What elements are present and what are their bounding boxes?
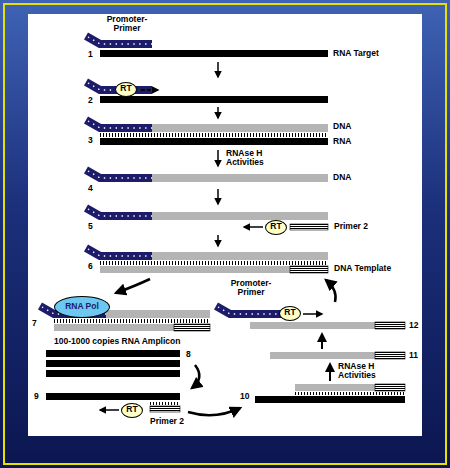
enzyme-label: RNA Pol [65,302,99,311]
callout-number: 3 [88,136,93,145]
callout-number: 2 [88,96,93,105]
enzyme-circle: RT [265,220,287,235]
callout-number: 9 [34,392,39,401]
enzyme-label: RT [270,222,281,231]
strand-label: RNA [333,137,351,146]
strand-label: Primer 2 [334,222,368,231]
callout-number: 10 [240,392,249,401]
callout-number: 8 [186,350,191,359]
strand-label: Promoter-Primer [104,15,150,34]
enzyme-circle: RT [121,403,143,418]
callout-number: 1 [88,50,93,59]
enzyme-label: RT [284,308,295,317]
strand-label: RNAse H Activities [338,362,384,381]
enzyme-circle: RT [279,306,301,321]
enzyme-label: RT [126,405,137,414]
callout-number: 7 [32,319,37,328]
enzyme-ellipse: RNA Pol [54,296,110,318]
strand-label: RNAse H Activities [226,149,272,168]
strand-label: DNA [333,173,351,182]
callout-number: 11 [409,351,418,360]
frame [4,4,446,464]
callout-number: 4 [88,184,93,193]
strand-label: DNA [333,122,351,131]
strand-label: Primer 2 [150,417,184,426]
enzyme-circle: RT [115,82,137,97]
strand-label: RNA Target [333,49,379,58]
panel [28,14,422,436]
strand-label: DNA Template [334,264,391,273]
strand-label: Promoter-Primer [228,279,274,298]
callout-number: 6 [88,262,93,271]
strand-label: 100-1000 copies RNA Amplicon [54,337,180,346]
callout-number: 5 [88,222,93,231]
enzyme-label: RT [120,84,131,93]
callout-number: 12 [409,321,418,330]
